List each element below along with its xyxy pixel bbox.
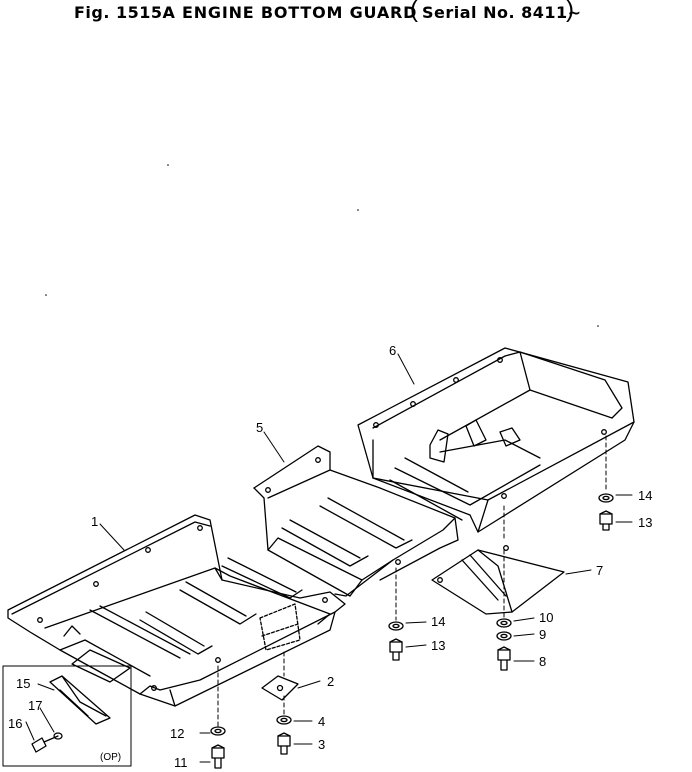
callout-5: 5 xyxy=(256,420,263,435)
callouts: 1 2 3 4 5 6 7 8 9 10 11 12 13 13 14 14 xyxy=(91,343,652,770)
callout-6: 6 xyxy=(389,343,396,358)
callout-10: 10 xyxy=(539,610,553,625)
leader-lines xyxy=(99,353,633,763)
callout-17: 17 xyxy=(28,698,42,713)
part-7-rear-plate xyxy=(431,545,565,615)
callout-16: 16 xyxy=(8,716,22,731)
callout-9: 9 xyxy=(539,627,546,642)
callout-3: 3 xyxy=(318,737,325,752)
callout-14-middle: 14 xyxy=(431,614,445,629)
part-6-rear-guard xyxy=(357,347,635,533)
optional-parts-inset: 15 16 17 (OP) xyxy=(2,665,132,767)
alignment-lines xyxy=(217,435,607,727)
figure-title: ENGINE BOTTOM GUARD xyxy=(182,3,418,22)
washers xyxy=(210,493,614,736)
bolts xyxy=(211,510,613,769)
figure-header: Fig. 1515A ENGINE BOTTOM GUARD ( Serial … xyxy=(0,0,692,28)
part-1-front-guard xyxy=(7,514,346,707)
callout-2: 2 xyxy=(327,674,334,689)
serial-number: Serial No. 8411~ xyxy=(422,3,582,22)
inset-op-label: (OP) xyxy=(100,752,121,763)
callout-7: 7 xyxy=(596,563,603,578)
callout-1: 1 xyxy=(91,514,98,529)
callout-12: 12 xyxy=(170,726,184,741)
scan-specks xyxy=(45,164,599,327)
callout-13-rear: 13 xyxy=(638,515,652,530)
callout-11: 11 xyxy=(174,755,188,770)
callout-13-middle: 13 xyxy=(431,638,445,653)
serial-bracket-left: ( xyxy=(410,0,418,23)
part-5-middle-guard xyxy=(253,445,459,597)
callout-15: 15 xyxy=(16,676,30,691)
callout-8: 8 xyxy=(539,654,546,669)
callout-4: 4 xyxy=(318,714,325,729)
part-2-small-plate xyxy=(261,675,299,701)
figure-number: Fig. 1515A xyxy=(74,3,176,22)
serial-bracket-right: ) xyxy=(566,0,574,23)
callout-14-rear: 14 xyxy=(638,488,652,503)
